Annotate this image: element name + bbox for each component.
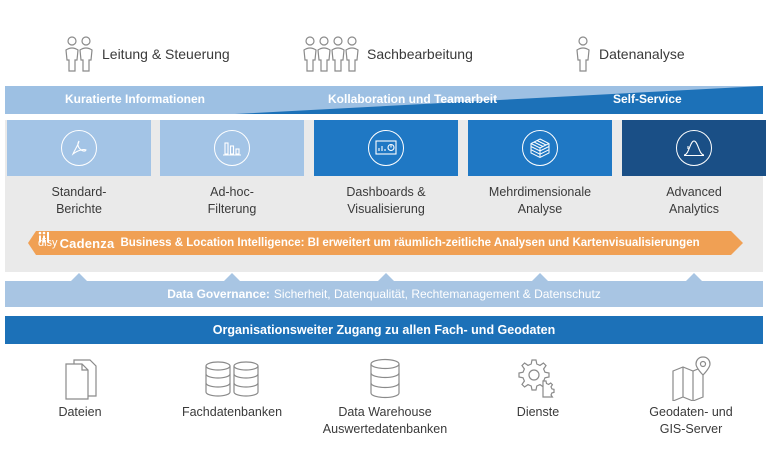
map-pin-icon [616,354,766,402]
bar-chart-icon [214,130,250,166]
source-label-line2: GIS-Server [659,422,723,436]
role-label: Leitung & Steuerung [102,46,230,62]
source-data-warehouse: Data Warehouse Auswertedatenbanken [310,354,460,438]
data-governance-bar: Data Governance: Sicherheit, Datenqualit… [5,281,763,307]
source-label-line1: Dateien [58,405,102,419]
up-chevron [685,273,703,282]
column-title-line1: Standard- [51,185,107,199]
column-mehrdimensional: Mehrdimensionale Analyse [468,120,612,272]
group-persons-icon [303,36,359,72]
column-title-line1: Ad-hoc- [210,185,254,199]
column-title-line2: Analytics [668,202,720,216]
source-label-line1: Data Warehouse [338,405,432,419]
column-title-line1: Mehrdimensionale [488,185,592,199]
source-geodaten: Geodaten- und GIS-Server [616,354,766,438]
column-dashboards: Dashboards & Visualisierung [314,120,458,272]
cadenza-logo: disy Cadenza [38,231,115,251]
band-left-label: Kuratierte Informationen [65,92,206,106]
up-chevron [377,273,395,282]
column-adhoc-filterung: Ad-hoc- Filterung [160,120,304,272]
pdf-document-icon [61,130,97,166]
governance-text: Sicherheit, Datenqualität, Rechtemanagem… [273,287,601,301]
access-text: Organisationsweiter Zugang zu allen Fach… [212,323,556,337]
person-icon [575,36,591,72]
source-dateien: Dateien [5,354,155,421]
logo-cadenza: Cadenza [59,235,115,251]
column-title-line2: Visualisierung [347,202,425,216]
source-dienste: Dienste [463,354,613,421]
source-label-line1: Geodaten- und [649,405,733,419]
database-icon [310,354,460,402]
up-chevron [531,273,549,282]
source-label-line1: Dienste [516,405,560,419]
audience-band: Kuratierte Informationen Kollaboration u… [5,86,763,114]
column-title-line2: Berichte [56,202,102,216]
cube-icon [522,130,558,166]
source-label-line1: Fachdatenbanken [181,405,283,419]
files-icon [5,354,155,402]
disy-logo-icon [38,231,49,243]
column-title-line2: Analyse [517,202,563,216]
two-persons-icon [64,36,94,72]
band-right-label: Self-Service [613,92,682,106]
cadenza-arrow: disy Cadenza Business & Location Intelli… [28,231,743,255]
role-sachbearbeitung: Sachbearbeitung [303,34,473,74]
column-title-line2: Filterung [207,202,257,216]
source-label-line2: Auswertedatenbanken [322,422,448,436]
cadenza-tagline: Business & Location Intelligence: BI erw… [120,237,700,249]
column-title-line1: Dashboards & [346,185,426,199]
up-chevron [223,273,241,282]
role-datenanalyse: Datenanalyse [575,34,685,74]
column-advanced-analytics: Advanced Analytics [622,120,766,272]
role-label: Sachbearbeitung [367,46,473,62]
dashboard-icon [368,130,404,166]
band-middle-label: Kollaboration und Teamarbeit [328,92,498,106]
gears-icon [463,354,613,402]
governance-title: Data Governance: [167,287,270,301]
bell-curve-icon [676,130,712,166]
databases-icon [157,354,307,402]
source-fachdatenbanken: Fachdatenbanken [157,354,307,421]
logo-disy: disy [38,237,58,249]
up-chevron [70,273,88,282]
role-label: Datenanalyse [599,46,685,62]
column-standard-berichte: Standard- Berichte [7,120,151,272]
data-access-bar: Organisationsweiter Zugang zu allen Fach… [5,316,763,344]
column-title-line1: Advanced [666,185,722,199]
role-leitung: Leitung & Steuerung [64,34,230,74]
